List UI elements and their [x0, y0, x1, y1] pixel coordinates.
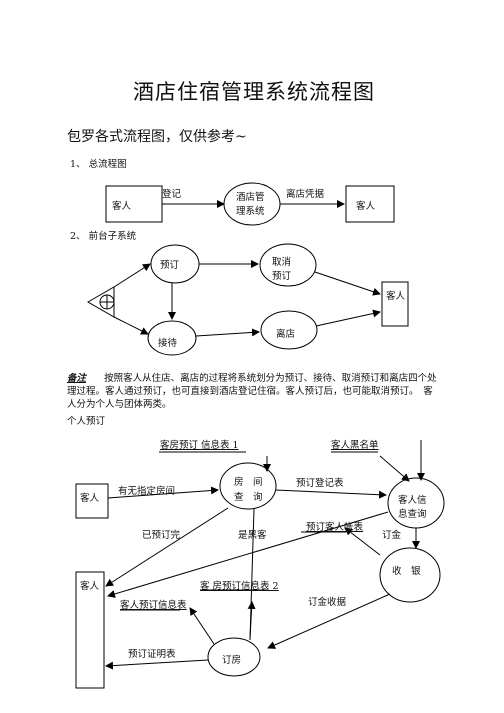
book-room-label: 订房 [222, 655, 242, 666]
guest-sec2-label: 客人 [386, 291, 406, 302]
reserve-certificate-label: 预订证明表 [128, 649, 176, 660]
guest-box-sec3-top [75, 483, 109, 519]
guest-info-label-2: 息查询 [398, 509, 427, 520]
edge-checkout-label: 离店凭据 [286, 189, 325, 200]
room-query-node [219, 462, 277, 510]
store-blacklist: 客人黑名单 [331, 440, 379, 451]
cancel-label-2: 预订 [272, 271, 292, 282]
reserve-ledger-label: 预订客人帐表 [306, 522, 364, 533]
guest-box-sec2 [381, 281, 409, 327]
cashier-node [379, 547, 441, 603]
guest-right-label: 客人 [356, 201, 376, 212]
deposit-label: 订金 [382, 530, 402, 541]
book-room-node [207, 637, 261, 677]
store-guest-reserve-info: 客人预订信息表 [120, 600, 187, 611]
note-paragraph: 备注 按照客人从住店、离店的过程将系统划分为预订、接待、取消预订和离店四个处理过… [67, 372, 439, 411]
leave-node [260, 310, 318, 350]
note-label: 备注 [67, 373, 87, 384]
guest-box-right [345, 185, 395, 223]
reserve-register-label: 预订登记表 [296, 478, 344, 489]
deposit-receipt-label: 订金收据 [308, 597, 347, 608]
cashier-label: 收 银 [392, 566, 421, 577]
system-label-1: 酒店管 [236, 192, 265, 203]
cancel-reserve-node [259, 243, 317, 287]
guest-info-label-1: 客人信 [398, 495, 427, 506]
individual-heading: 个人预订 [67, 416, 106, 427]
no-room-label: 有无指定房间 [118, 486, 176, 497]
store-room-reserve-2: 客 房预订信息表 2 [200, 581, 279, 592]
reception-node [147, 320, 197, 356]
section1-heading: 1、 总流程图 [70, 159, 127, 170]
reception-label: 接待 [158, 338, 178, 349]
guest-sec3-top-label: 客人 [80, 493, 100, 504]
is-blacklisted-label: 是黑客 [238, 530, 267, 541]
page-subtitle: 包罗各式流程图，仅供参考~ [67, 129, 247, 145]
store-room-reserve-1: 客房预订 信息表 1 [160, 440, 239, 451]
room-query-label-2: 查 询 [234, 492, 263, 503]
room-query-label-1: 房 间 [234, 477, 263, 488]
cancel-label-1: 取消 [272, 257, 292, 268]
leave-label: 离店 [276, 329, 296, 340]
reserve-label: 预订 [160, 260, 180, 271]
page-title: 酒店住宿管理系统流程图 [133, 80, 375, 104]
guest-box-sec3-bottom [75, 571, 105, 689]
edge-register-label: 登记 [162, 189, 182, 200]
already-reserved-label: 已预订完 [142, 530, 181, 541]
system-label-2: 理系统 [236, 206, 265, 217]
section2-heading: 2、 前台子系统 [70, 231, 137, 242]
note-text: 按照客人从住店、离店的过程将系统划分为预订、接待、取消预订和离店四个处理过程。客… [67, 373, 437, 410]
guest-left-label: 客人 [112, 201, 132, 212]
guest-sec3-bottom-label: 客人 [80, 581, 100, 592]
